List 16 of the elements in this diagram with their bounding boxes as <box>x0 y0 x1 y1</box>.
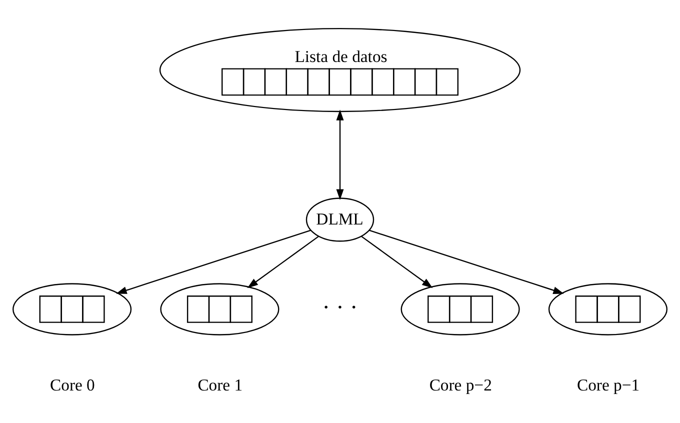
node-label: Core 1 <box>198 375 243 394</box>
node-label: Core p−2 <box>429 375 492 394</box>
arrow <box>361 235 433 288</box>
node-ellipse <box>548 282 668 335</box>
node-label: Core p−1 <box>577 375 640 394</box>
arrow <box>336 109 344 200</box>
arrow <box>247 235 319 288</box>
node-ellipse: Lista de datos <box>159 28 521 112</box>
node-ellipse <box>12 282 132 335</box>
node-ellipse <box>160 282 280 335</box>
node-label: Core 0 <box>50 375 95 394</box>
node-ellipse: DLML <box>306 197 374 242</box>
node-ellipse <box>400 282 520 335</box>
arrow <box>369 229 564 294</box>
arrow <box>116 229 311 294</box>
label: · · · <box>322 294 358 321</box>
